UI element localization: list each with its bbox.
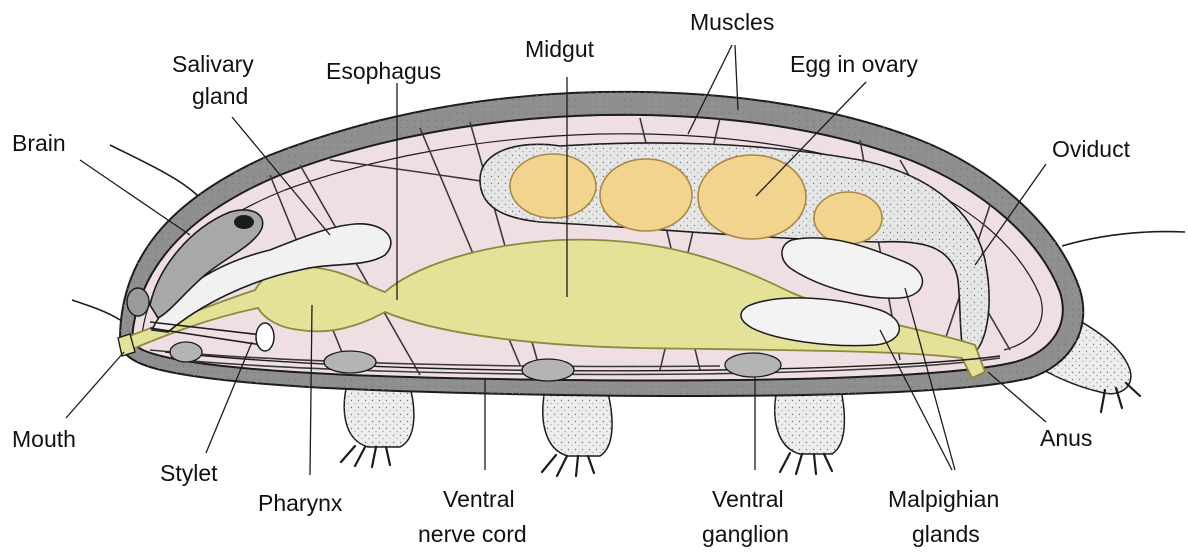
ganglion-1 bbox=[170, 342, 202, 362]
eyespot bbox=[234, 215, 254, 229]
ganglion-4 bbox=[725, 353, 781, 377]
label-anus: Anus bbox=[1040, 425, 1092, 451]
label-esophagus: Esophagus bbox=[326, 58, 441, 84]
egg-4 bbox=[814, 192, 882, 244]
leg-2 bbox=[542, 385, 612, 476]
egg-1 bbox=[510, 154, 596, 218]
label-ventral-ganglion-line2: ganglion bbox=[702, 521, 789, 547]
label-mouth: Mouth bbox=[12, 426, 76, 452]
label-salivary-gland-line2: gland bbox=[192, 83, 248, 109]
label-malpighian-glands-line2: glands bbox=[912, 521, 980, 547]
label-egg-in-ovary: Egg in ovary bbox=[790, 51, 918, 77]
egg-3 bbox=[698, 155, 806, 239]
leader-brain bbox=[80, 160, 190, 235]
label-pharynx: Pharynx bbox=[258, 490, 343, 516]
label-midgut: Midgut bbox=[525, 36, 595, 62]
label-salivary-gland-line1: Salivary bbox=[172, 51, 254, 77]
label-ventral-nerve-cord-line2: nerve cord bbox=[418, 521, 527, 547]
label-brain: Brain bbox=[12, 130, 66, 156]
label-ventral-nerve-cord-line1: Ventral bbox=[443, 486, 515, 512]
label-ventral-ganglion-line1: Ventral bbox=[712, 486, 784, 512]
ganglion-3 bbox=[522, 359, 574, 381]
leg-3 bbox=[775, 385, 845, 474]
label-stylet: Stylet bbox=[160, 460, 218, 486]
leader-mouth bbox=[66, 352, 124, 418]
ganglion-2 bbox=[324, 351, 376, 373]
label-malpighian-glands-line1: Malpighian bbox=[888, 486, 999, 512]
leg-1 bbox=[341, 380, 414, 467]
egg-2 bbox=[600, 159, 692, 231]
label-oviduct: Oviduct bbox=[1052, 136, 1131, 162]
label-muscles: Muscles bbox=[690, 9, 774, 35]
